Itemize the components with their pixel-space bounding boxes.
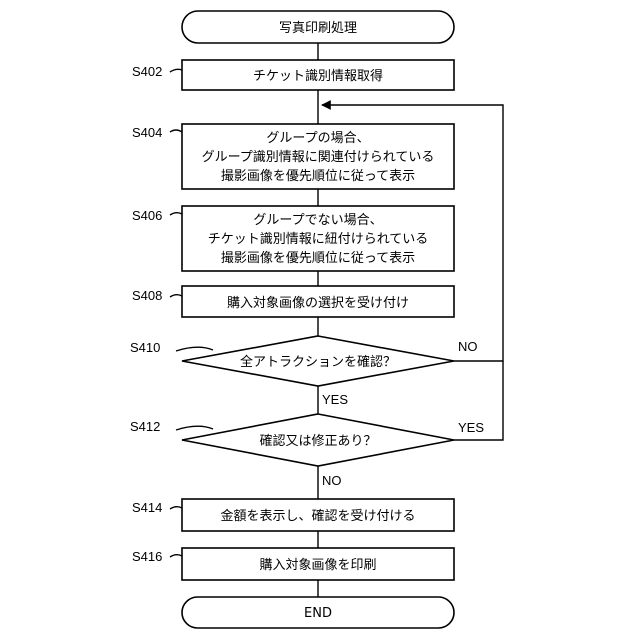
step-label-s406: S406 (132, 208, 162, 223)
process-s406-line1: グループでない場合、 (253, 213, 382, 228)
step-label-s416: S416 (132, 549, 162, 564)
step-label-s408: S408 (132, 288, 162, 303)
decision-s412-text: 確認又は修正あり？ (259, 433, 376, 449)
process-s416-text: 購入対象画像を印刷 (259, 558, 376, 573)
process-s414-text: 金額を表示し、確認を受け付ける (220, 508, 415, 524)
process-s404-line1: グループの場合、 (266, 131, 369, 146)
step-label-s402: S402 (132, 64, 162, 79)
end-terminator-label: END (304, 606, 332, 621)
edge-label-s412-no: NO (322, 473, 342, 488)
step-label-s404: S404 (132, 125, 162, 140)
start-terminator-label: 写真印刷処理 (279, 21, 357, 36)
decision-s410-text: 全アトラクションを確認？ (240, 354, 396, 370)
step-label-s412: S412 (130, 419, 160, 434)
leader-s416 (170, 555, 182, 557)
leader-s410 (176, 347, 213, 351)
leader-s402 (170, 69, 182, 72)
edge-label-s412-yes: YES (458, 420, 484, 435)
leader-s414 (170, 507, 182, 509)
leader-s404 (170, 130, 182, 132)
process-s406-line2: チケット識別情報に紐付けられている (208, 232, 429, 247)
edge-label-s410-yes: YES (322, 392, 348, 407)
step-label-s414: S414 (132, 500, 162, 515)
process-s404-line3: 撮影画像を優先順位に従って表示 (221, 168, 415, 184)
process-s404-line2: グループ識別情報に関連付けられている (202, 150, 435, 165)
leader-s412 (176, 426, 213, 430)
process-s402-text: チケット識別情報取得 (253, 68, 383, 84)
process-s406-line3: 撮影画像を優先順位に従って表示 (221, 250, 415, 266)
leader-s406 (170, 213, 182, 215)
leader-s408 (170, 295, 182, 297)
step-label-s410: S410 (130, 340, 160, 355)
edge-label-s410-no: NO (458, 339, 478, 354)
process-s408-text: 購入対象画像の選択を受け付け (227, 296, 409, 311)
